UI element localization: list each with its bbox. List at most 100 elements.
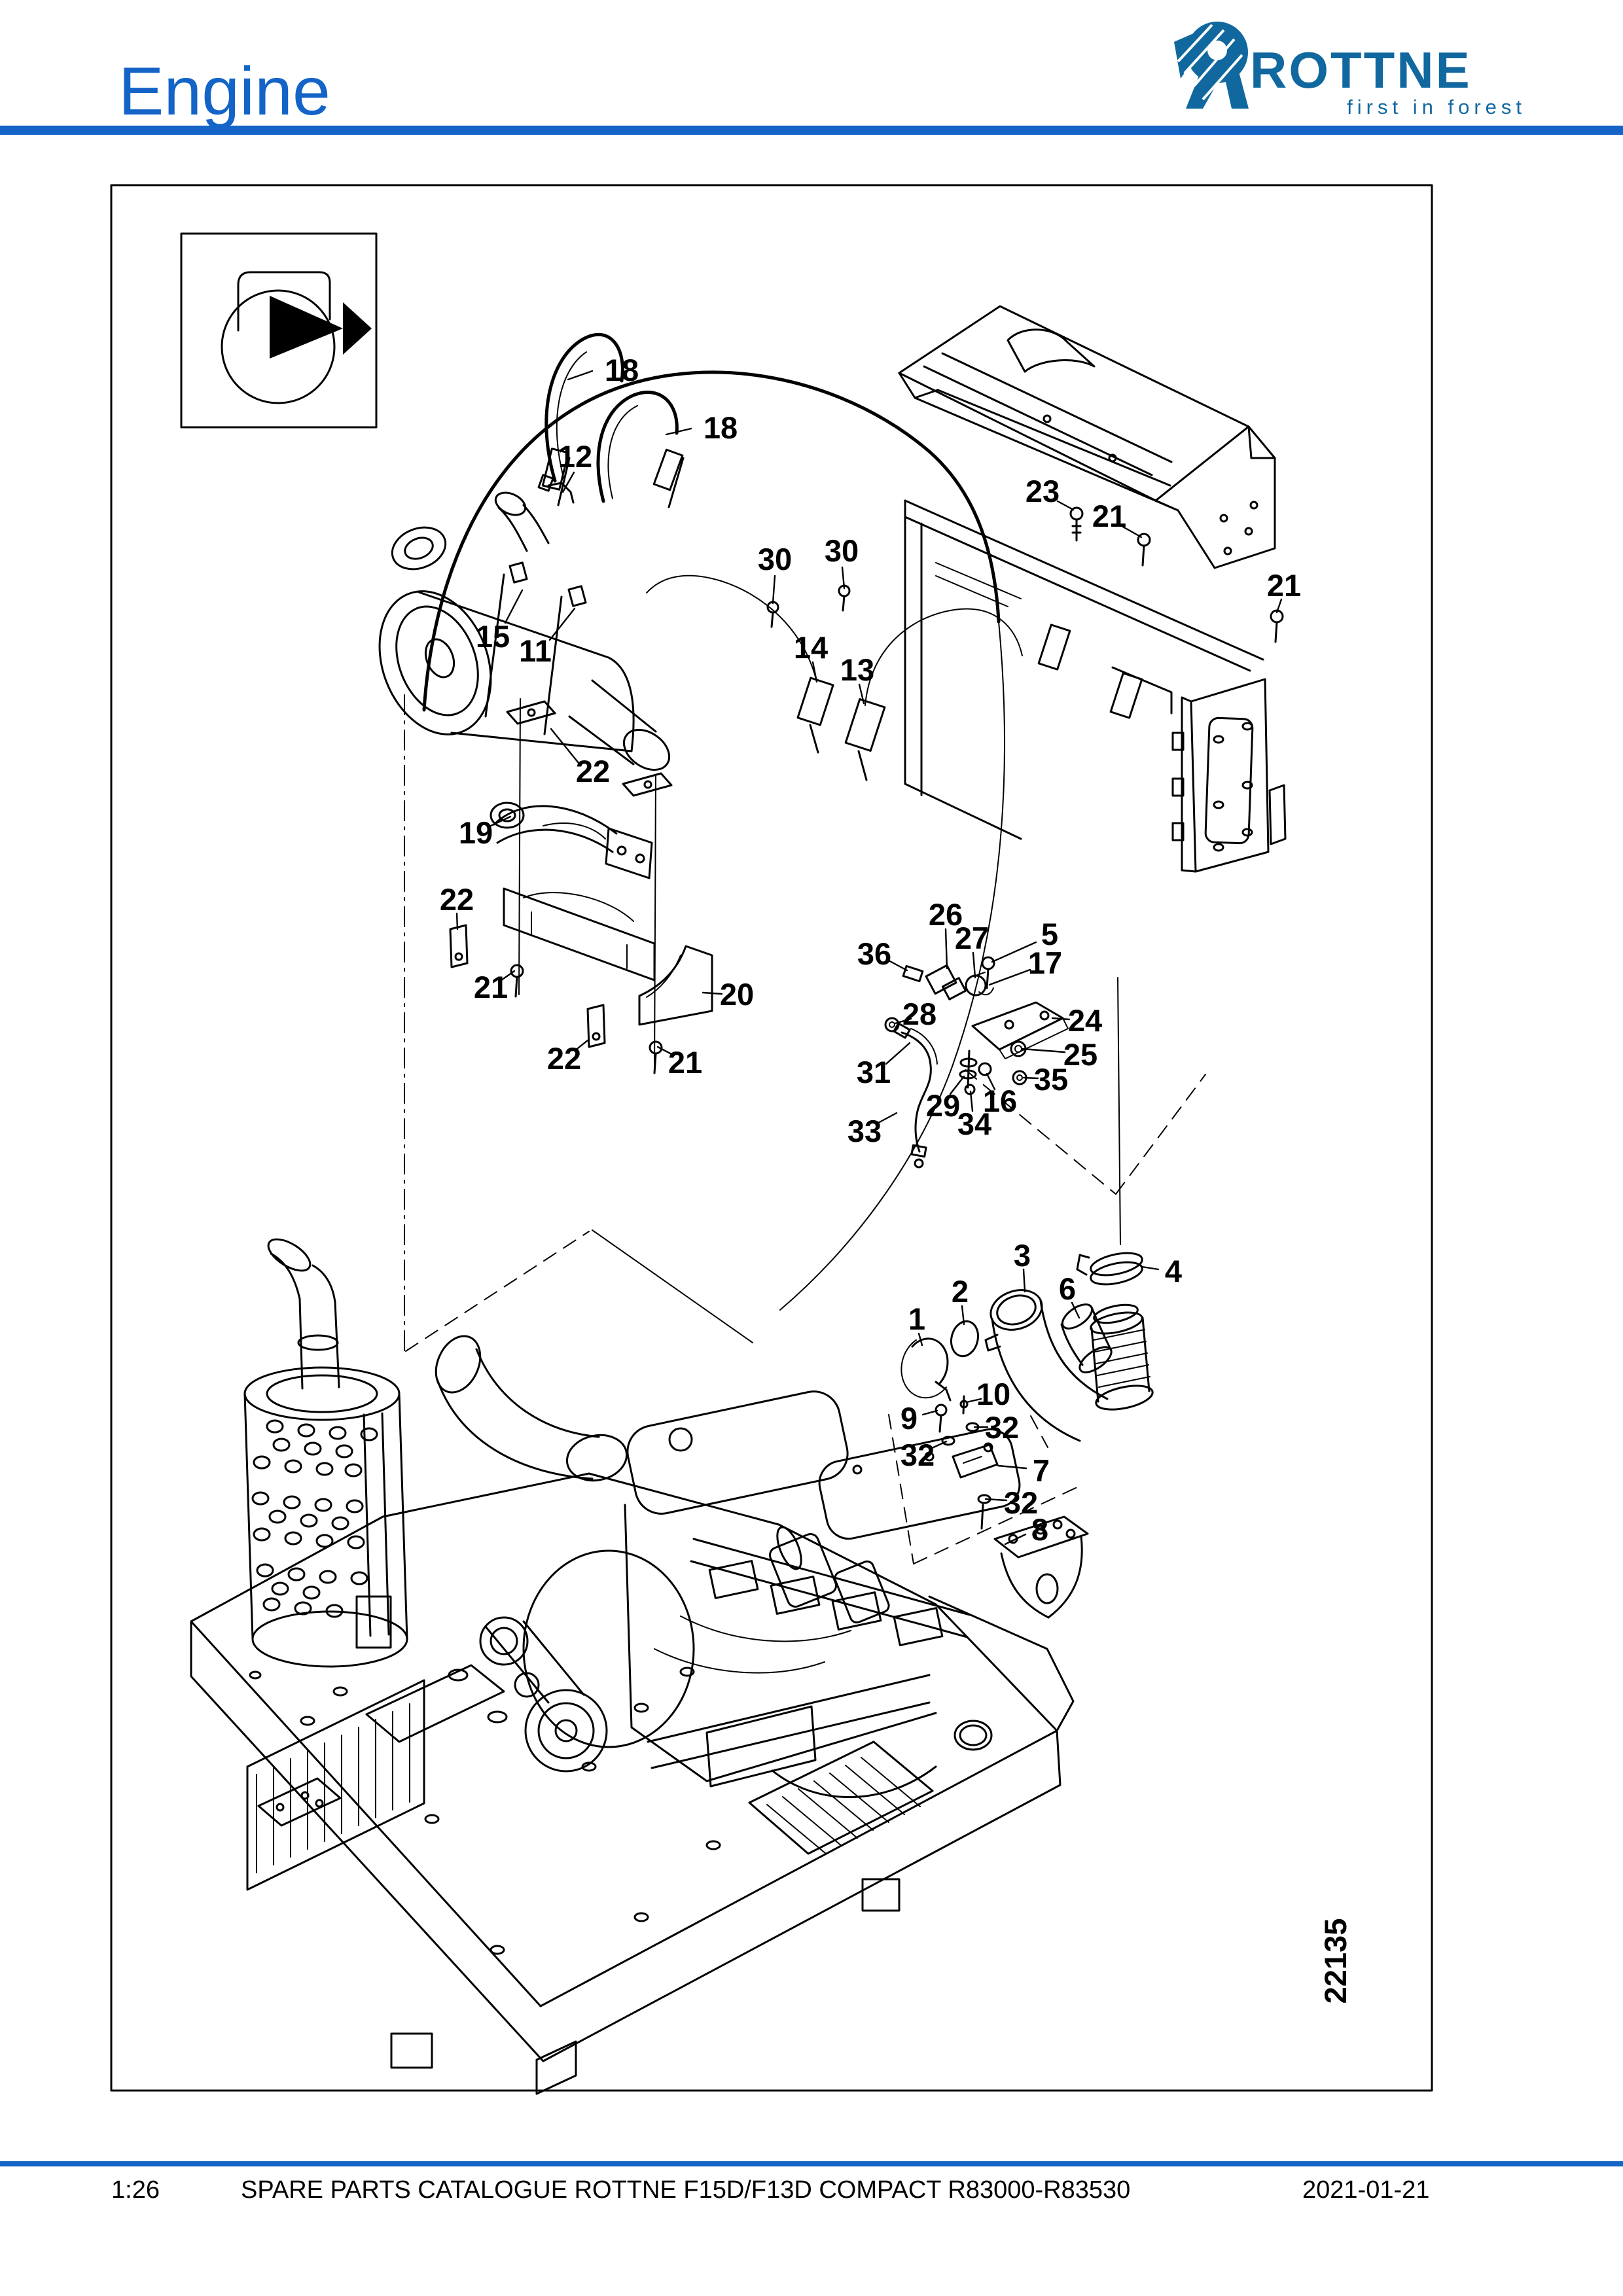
callout-label: 32	[985, 1410, 1019, 1445]
callout-leader	[562, 471, 575, 493]
air-cleaner-assembly	[378, 474, 671, 771]
callout-leader	[1051, 1017, 1071, 1021]
screw-parts	[510, 506, 1284, 1074]
callout-label: 21	[668, 1045, 702, 1080]
callout-label: 7	[1033, 1453, 1050, 1488]
header-rule	[0, 126, 1623, 135]
callout-label: 22	[576, 754, 610, 788]
callout-label: 22	[440, 882, 474, 917]
callout-leader	[969, 1090, 974, 1112]
callout-leader	[921, 1409, 938, 1416]
strap-clamp-parts	[541, 332, 685, 508]
callout-leader	[961, 1305, 965, 1326]
callout-label: 25	[1063, 1037, 1097, 1072]
callout-label: 19	[459, 815, 493, 850]
callout-label: 33	[847, 1114, 882, 1148]
callout-leader	[929, 1440, 948, 1450]
bulkhead-panel	[904, 499, 1287, 873]
callout-leader	[1120, 525, 1143, 539]
callout-leader	[986, 1072, 996, 1091]
callout-leader	[1141, 1265, 1160, 1271]
callout-label: 4	[1165, 1254, 1182, 1288]
callout-label: 18	[704, 410, 738, 445]
callout-leader	[991, 941, 1037, 963]
callout-label: 21	[474, 970, 508, 1004]
callout-label: 13	[840, 652, 874, 687]
rotate-view-icon	[180, 232, 378, 429]
callout-label: 8	[1031, 1512, 1048, 1547]
callout-leader	[812, 661, 818, 683]
callout-label: 27	[955, 921, 989, 955]
callout-leader	[984, 1498, 1008, 1502]
callout-leader	[656, 1046, 675, 1057]
callout-label: 21	[1092, 499, 1126, 533]
fitting-cluster	[884, 956, 1069, 1169]
callout-label: 35	[1034, 1062, 1068, 1097]
page-title: Engine	[118, 54, 330, 130]
callout-leader	[988, 968, 1031, 986]
callout-leader	[665, 427, 692, 436]
callout-label: 5	[1041, 917, 1058, 951]
callout-label: 32	[1004, 1485, 1038, 1520]
callout-leader	[702, 991, 723, 995]
callout-label: 17	[1028, 945, 1062, 980]
callout-leader	[1071, 1301, 1080, 1319]
callout-label: 15	[476, 619, 510, 654]
callout-label: 11	[519, 633, 552, 668]
callout-label: 3	[1014, 1238, 1031, 1273]
bracket-cluster	[449, 698, 713, 1074]
callout-label: 23	[1026, 474, 1060, 508]
callout-label: 30	[758, 542, 792, 576]
callout-leader	[567, 370, 594, 381]
rottne-logo: ROTTNE first in forest	[1169, 18, 1535, 123]
callout-leader	[965, 1398, 982, 1404]
callout-label: 26	[929, 897, 963, 932]
callout-label: 36	[857, 936, 891, 971]
callout-leader	[1056, 500, 1075, 511]
rottne-logo-icon	[1174, 22, 1249, 109]
callout-leader	[490, 815, 512, 827]
logo-tagline: first in forest	[1347, 96, 1526, 118]
callout-leader	[500, 970, 516, 981]
figure-frame	[110, 184, 1433, 2092]
callout-leader	[1275, 598, 1283, 614]
callout-leader	[997, 1464, 1027, 1470]
callout-leader	[550, 728, 580, 764]
section-boundary-curves	[404, 370, 1206, 1564]
callout-label: 18	[605, 353, 639, 387]
callout-leader	[548, 607, 576, 641]
callout-leader	[918, 1332, 923, 1347]
callout-leader	[972, 951, 976, 979]
callout-label: 10	[976, 1377, 1010, 1411]
callout-label: 32	[901, 1438, 935, 1472]
intake-assembly	[901, 977, 1154, 1619]
callout-leader	[877, 1112, 898, 1124]
callout-leader	[1021, 1048, 1066, 1053]
callout-label: 24	[1068, 1003, 1102, 1038]
drawing-number: 22135	[1318, 1918, 1353, 2004]
callout-label: 22	[547, 1041, 581, 1076]
callout-label: 9	[901, 1401, 918, 1436]
callout-label: 6	[1059, 1271, 1076, 1306]
callout-leader	[772, 574, 776, 605]
callout-leader	[841, 566, 846, 590]
callout-label: 28	[902, 997, 936, 1031]
callout-label: 29	[926, 1088, 960, 1123]
callout-leader	[858, 683, 865, 705]
footer-rule	[0, 2161, 1623, 2166]
engine-frame-assembly	[190, 1238, 1075, 2095]
callout-leader	[894, 1017, 912, 1025]
sensor-wiring	[646, 574, 1023, 781]
footer-catalogue-title: SPARE PARTS CATALOGUE ROTTNE F15D/F13D C…	[241, 2176, 1131, 2204]
callout-label: 21	[1267, 568, 1301, 603]
engine-hood	[898, 305, 1276, 569]
callout-label: 30	[825, 533, 859, 568]
footer-page-number: 1:26	[111, 2176, 160, 2204]
callout-leader	[944, 928, 948, 970]
callout-leader	[886, 959, 908, 972]
callout-leader	[573, 1039, 589, 1052]
footer-date: 2021-01-21	[1302, 2176, 1430, 2204]
